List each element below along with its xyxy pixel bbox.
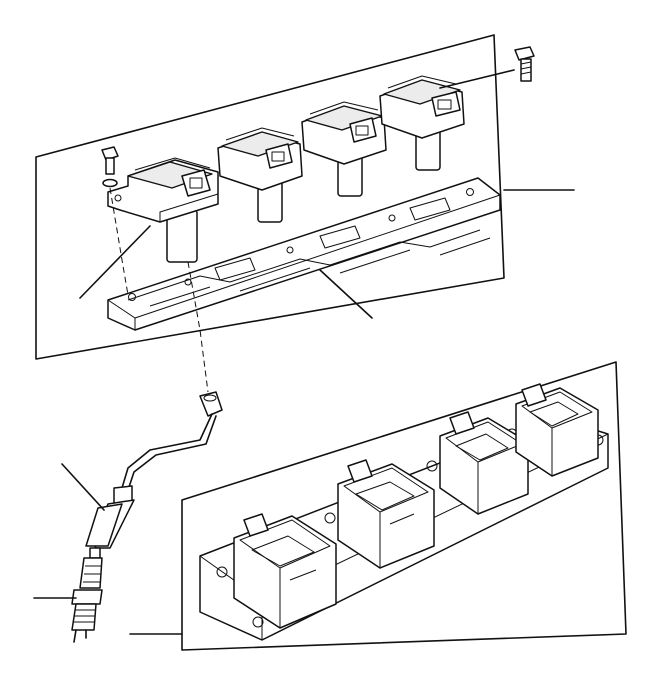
callout-lines: [33, 69, 575, 635]
bolt: [514, 46, 535, 82]
bolt: [101, 146, 119, 175]
coil-pack-exploded-panel: [35, 34, 535, 393]
coil-pack-assembled-panel: [181, 361, 627, 651]
ignition-coil: [233, 513, 337, 629]
callout-line-plate: [319, 269, 373, 319]
ignition-coil: [337, 459, 435, 569]
ignition-coil: [379, 75, 465, 171]
callout-line-coil: [79, 225, 151, 299]
ignition-coil: [515, 383, 599, 477]
coil-boot: [85, 485, 135, 549]
ignition-coil: [301, 101, 387, 197]
ignition-coil: [107, 157, 219, 263]
callout-line-bolt: [439, 69, 515, 89]
coil-mounting-plate: [107, 177, 501, 331]
washer: [102, 178, 118, 188]
ignition-coil: [439, 411, 529, 515]
ignition-coil: [217, 127, 303, 223]
ht-lead: [121, 391, 223, 491]
callout-line-ht-lead: [61, 463, 105, 511]
spark-plug: [71, 547, 103, 643]
